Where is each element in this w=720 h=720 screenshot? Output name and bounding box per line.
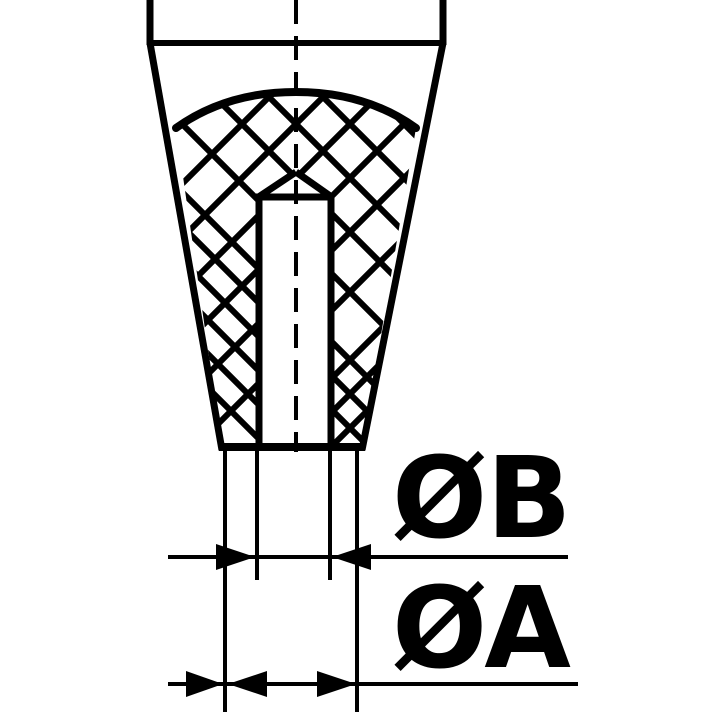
dimension-label-b: ØB xyxy=(392,434,571,564)
section-hatching-group xyxy=(0,0,720,623)
arrowhead-b-left xyxy=(216,544,255,570)
dimension-b-group xyxy=(168,544,568,570)
hatch-lines-negative xyxy=(0,0,720,623)
hatch-lines-positive xyxy=(0,0,720,623)
arrowhead-a-outer-left xyxy=(186,671,223,697)
arrowhead-a-inner-right xyxy=(317,671,356,697)
arrowhead-a-inner-left xyxy=(228,671,267,697)
arrowhead-b-right xyxy=(332,544,371,570)
dimension-label-a: ØA xyxy=(392,564,571,694)
taper-left-wall xyxy=(146,42,226,451)
dimension-a-group xyxy=(168,671,578,697)
